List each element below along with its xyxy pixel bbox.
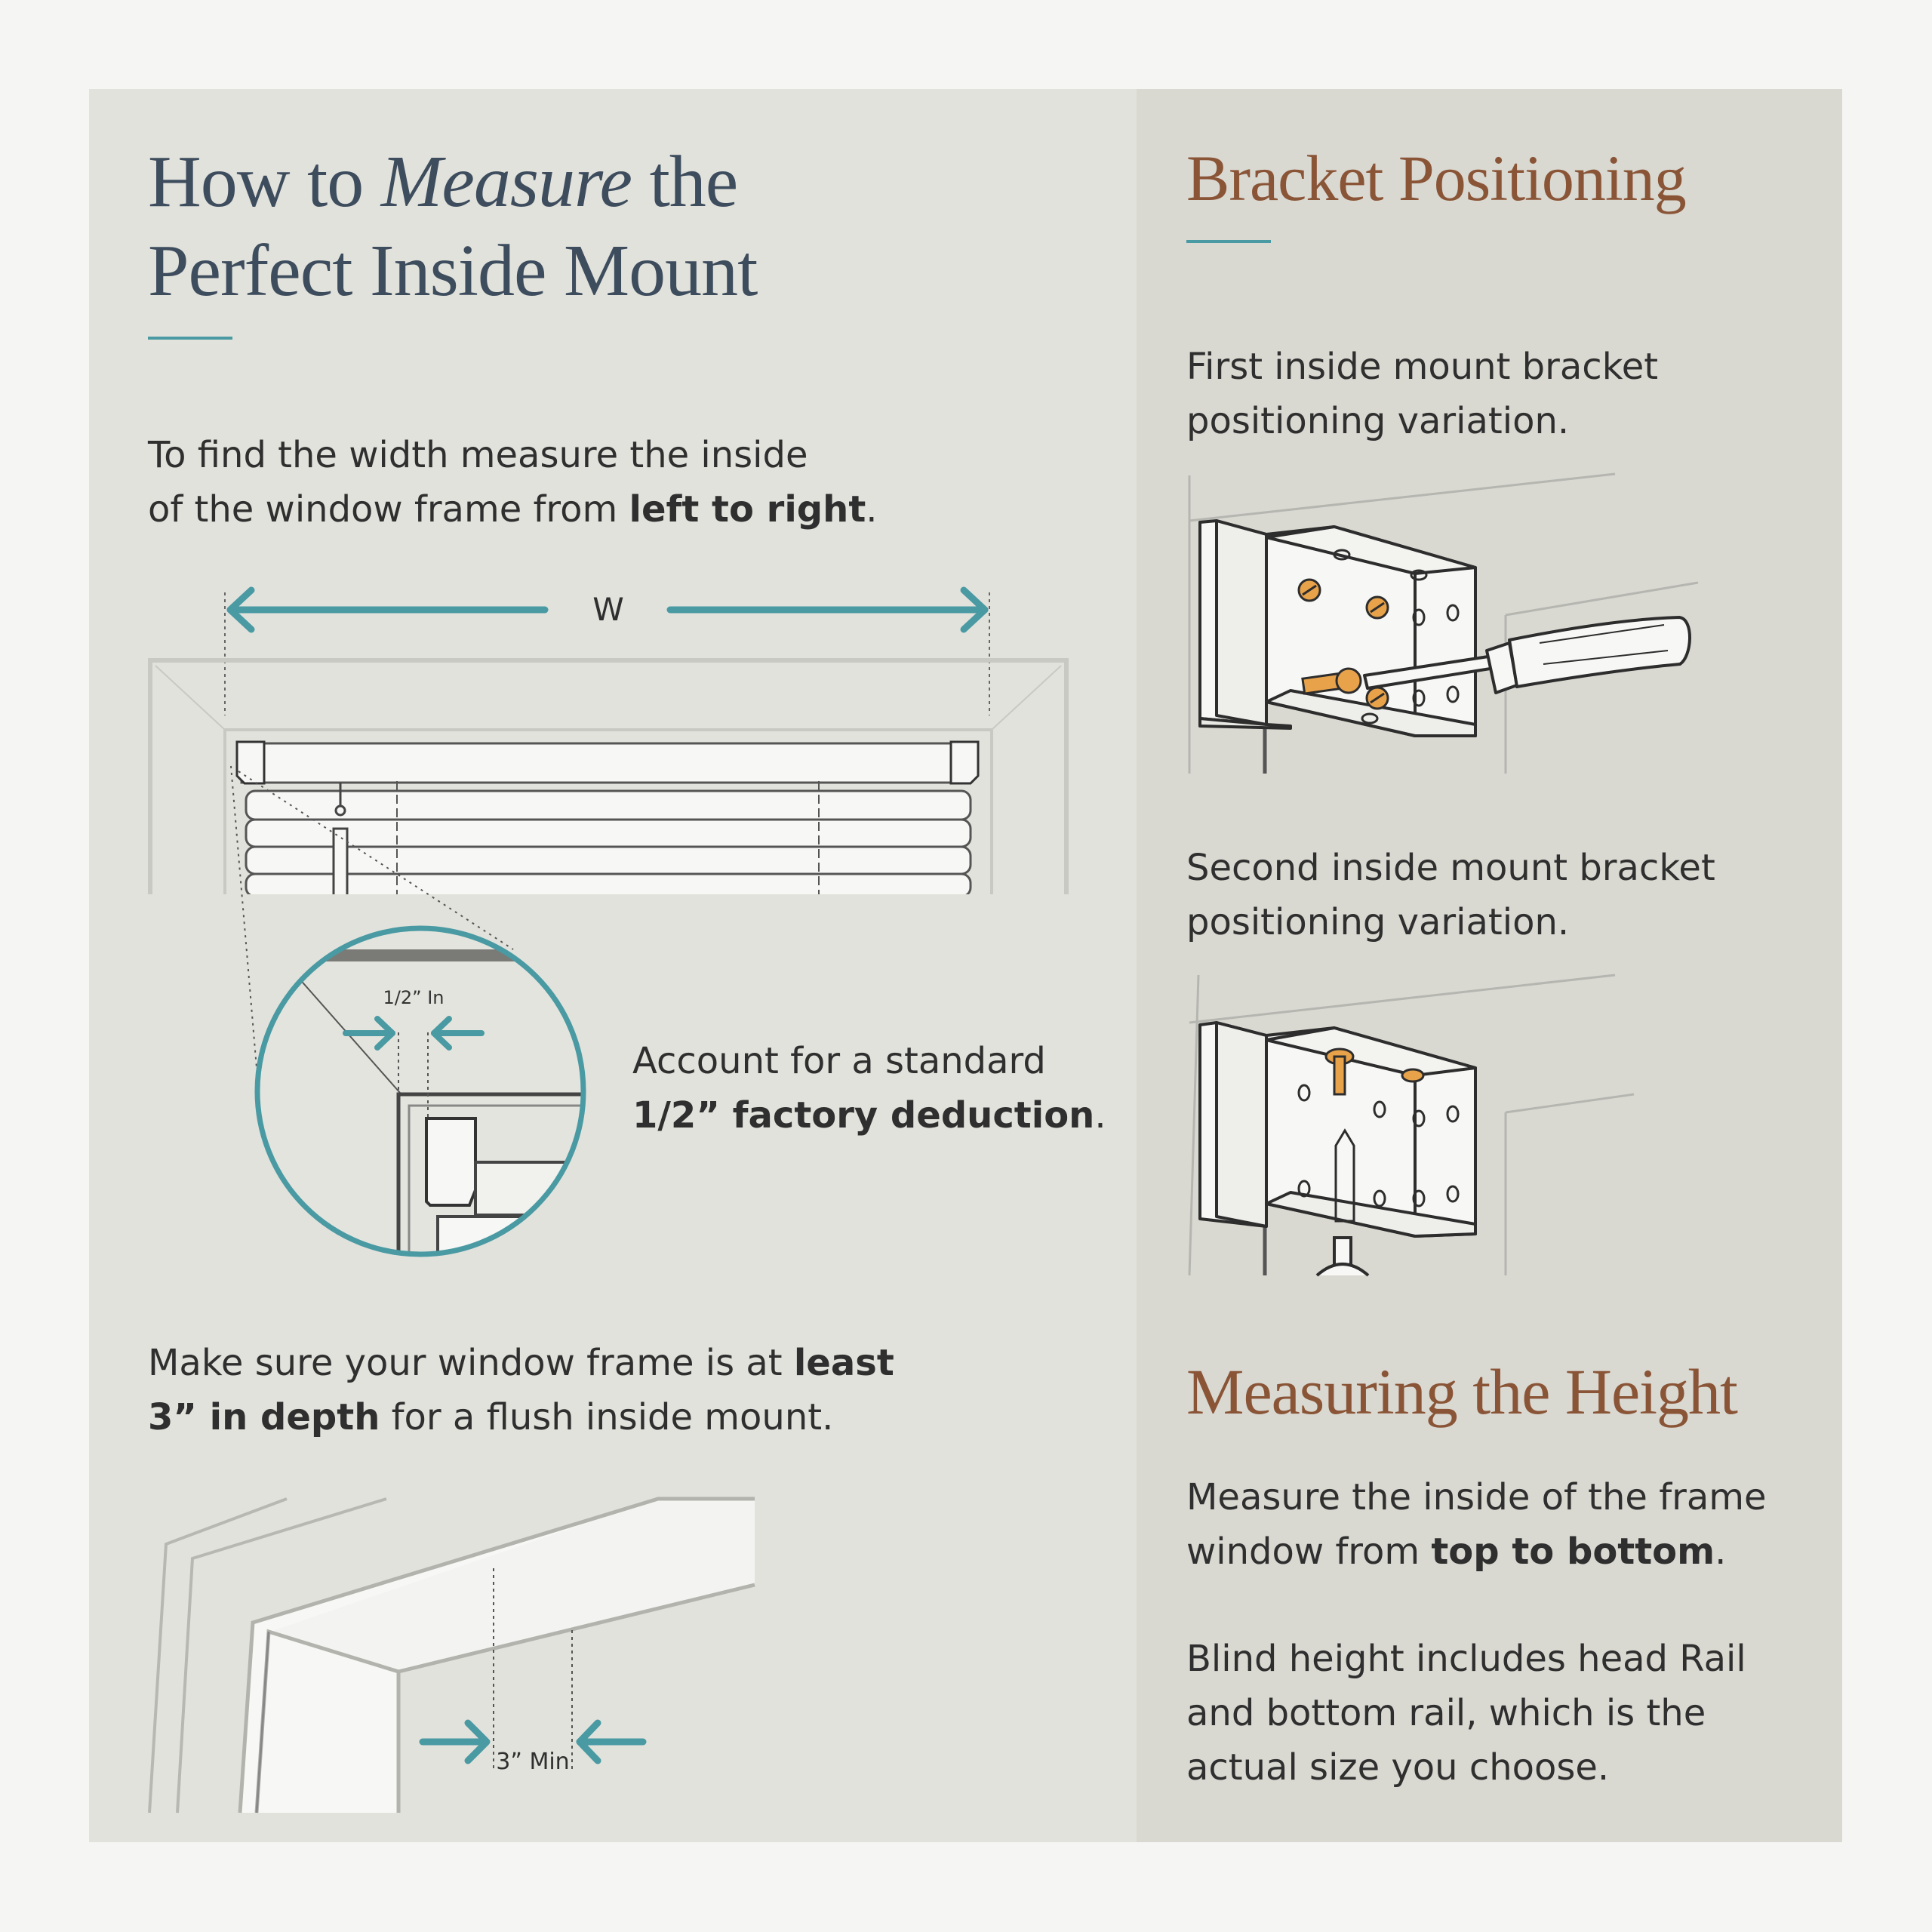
- title-emphasis: Measure: [380, 141, 632, 223]
- detail-ring: [254, 925, 586, 1257]
- second-variation-line-2: positioning variation.: [1186, 901, 1570, 943]
- blind-height-note: Blind height includes head Rail and bott…: [1186, 1632, 1746, 1795]
- width-line-2: of the window frame from: [148, 488, 629, 531]
- title-part: How to: [148, 141, 381, 223]
- width-period: .: [866, 488, 878, 531]
- callout-lines: [230, 765, 514, 1069]
- title-line-2: Perfect Inside Mount: [148, 230, 758, 312]
- depth-instruction: Make sure your window frame is at least …: [148, 1336, 894, 1444]
- width-extension-lines: [224, 592, 990, 715]
- first-variation-text: First inside mount bracket positioning v…: [1186, 340, 1658, 448]
- height-title: Measuring the Height: [1186, 1355, 1738, 1428]
- depth-extension-lines: [493, 1568, 573, 1770]
- height-emphasis: top to bottom: [1431, 1531, 1715, 1573]
- right-panel: [1137, 89, 1842, 1842]
- second-variation-text: Second inside mount bracket positioning …: [1186, 841, 1715, 949]
- depth-emphasis-1: least: [793, 1342, 894, 1384]
- width-line-1: To find the width measure the inside: [148, 434, 808, 476]
- page-title: How to Measure the Perfect Inside Mount: [148, 137, 758, 315]
- height-instruction: Measure the inside of the frame window f…: [1186, 1470, 1767, 1579]
- width-instruction: To find the width measure the inside of …: [148, 428, 878, 537]
- deduction-period: .: [1094, 1094, 1106, 1137]
- height-line-2: window from: [1186, 1531, 1432, 1573]
- bracket-2-screws: [1324, 1048, 1425, 1096]
- blind-line-2: and bottom rail, which is the: [1186, 1692, 1706, 1734]
- depth-emphasis-2: 3” in depth: [148, 1396, 380, 1438]
- first-variation-line-2: positioning variation.: [1186, 400, 1570, 442]
- title-part: the: [632, 141, 739, 223]
- frame-molding: [148, 1497, 387, 1814]
- screwdriver-icon: [1363, 616, 1691, 694]
- deduction-instruction: Account for a standard 1/2” factory dedu…: [632, 1034, 1106, 1143]
- depth-label: 3” Min: [496, 1749, 569, 1775]
- frame-header: [270, 1499, 755, 1672]
- window-frame: [148, 658, 1069, 894]
- width-emphasis: left to right: [629, 488, 866, 531]
- ladder-strings: [396, 781, 820, 894]
- bracket-2-holes: [1297, 1084, 1460, 1223]
- depth-line-2: for a flush inside mount.: [380, 1396, 834, 1438]
- depth-line-1: Make sure your window frame is at: [148, 1342, 794, 1384]
- first-variation-line-1: First inside mount bracket: [1186, 346, 1659, 388]
- bracket-1-screws: [1297, 578, 1389, 710]
- screwdriver-bottom-icon: [1315, 1236, 1370, 1277]
- deduction-line-1: Account for a standard: [632, 1040, 1046, 1082]
- height-period: .: [1715, 1531, 1727, 1573]
- head-rail: [235, 740, 980, 785]
- deduction-emphasis: 1/2” factory deduction: [632, 1094, 1095, 1137]
- width-arrow: [226, 586, 989, 633]
- diagram-cutoff: [143, 894, 1079, 924]
- width-label: W: [592, 591, 624, 628]
- bracket-title: Bracket Positioning: [1186, 142, 1687, 214]
- detail-label: 1/2” In: [383, 987, 445, 1008]
- height-line-1: Measure the inside of the frame: [1186, 1476, 1767, 1518]
- blind-line-3: actual size you choose.: [1186, 1746, 1610, 1789]
- blind-line-1: Blind height includes head Rail: [1186, 1638, 1746, 1680]
- blind-slats: [245, 789, 972, 898]
- depth-arrows: [419, 1719, 647, 1764]
- title-accent-rule: [148, 337, 232, 340]
- bracket-1-holes: [1333, 549, 1460, 724]
- bracket-accent-rule: [1186, 240, 1271, 243]
- second-variation-line-1: Second inside mount bracket: [1186, 847, 1715, 889]
